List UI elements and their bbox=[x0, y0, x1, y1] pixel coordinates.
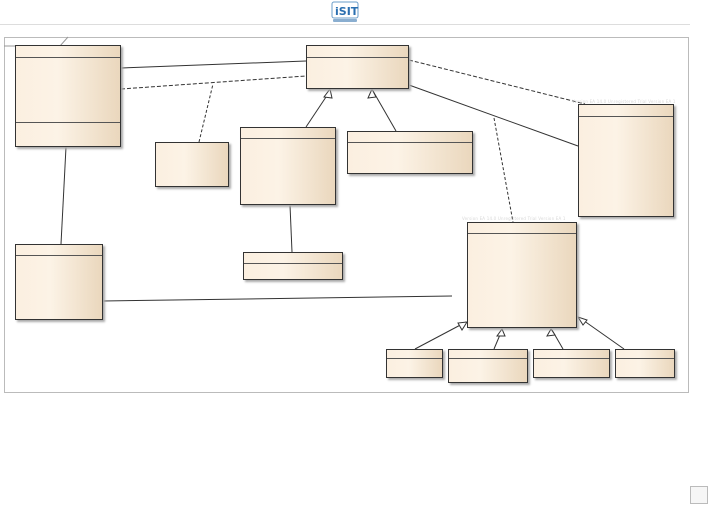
isit-logo: iSIT bbox=[331, 1, 359, 22]
header-divider bbox=[0, 24, 690, 25]
class-box[interactable] bbox=[243, 252, 343, 280]
watermark-text: Version EA 14.0 Unregistered Trial Versi… bbox=[572, 99, 676, 104]
class-box[interactable] bbox=[615, 349, 675, 378]
watermark-text: Version EA 14.0 Unregistered Trial Versi… bbox=[462, 216, 566, 221]
class-box[interactable] bbox=[467, 222, 577, 328]
diagram-frame bbox=[4, 37, 689, 393]
class-box[interactable] bbox=[533, 349, 610, 378]
class-box[interactable] bbox=[347, 131, 473, 174]
page-curl-icon bbox=[690, 486, 708, 504]
class-box[interactable] bbox=[306, 45, 409, 89]
svg-text:iSIT: iSIT bbox=[335, 5, 359, 18]
class-box[interactable] bbox=[240, 127, 336, 205]
class-box[interactable] bbox=[15, 45, 121, 147]
class-box[interactable] bbox=[155, 142, 229, 187]
class-box[interactable] bbox=[448, 349, 528, 383]
class-box[interactable] bbox=[386, 349, 443, 378]
class-box[interactable] bbox=[578, 104, 674, 217]
class-box[interactable] bbox=[15, 244, 103, 320]
